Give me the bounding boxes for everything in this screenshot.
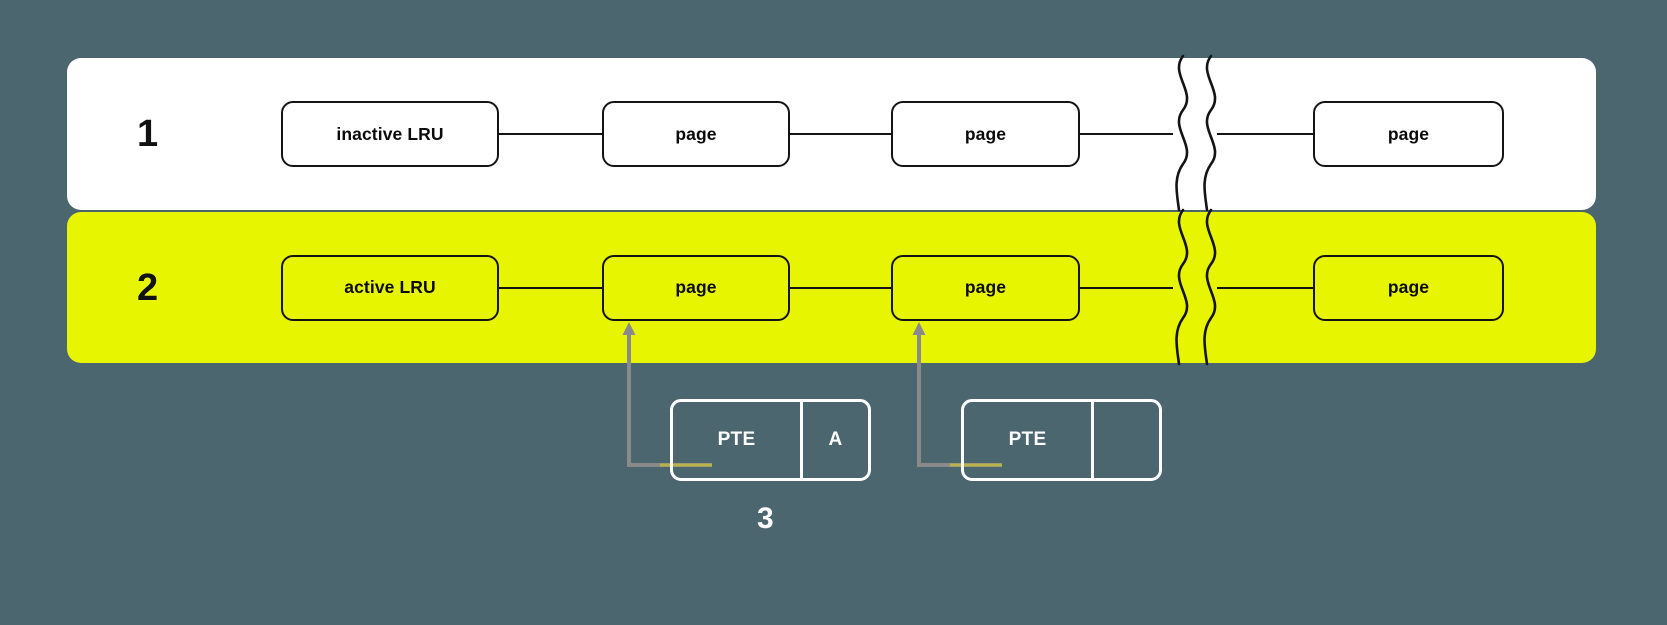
node-label: page — [675, 277, 717, 297]
node-inactive-page-1[interactable]: page — [602, 101, 790, 167]
node-label: page — [675, 123, 717, 144]
row-index-1: 1 — [137, 113, 159, 155]
link-page2-to-break — [1080, 133, 1173, 135]
pte-name-cell: PTE — [964, 402, 1091, 478]
pte-name-cell: PTE — [673, 402, 800, 478]
node-label: inactive LRU — [336, 123, 444, 144]
link-page2-to-break — [1080, 286, 1173, 289]
row-index-2: 2 — [137, 266, 159, 309]
node-active-lru-head[interactable]: active LRU — [281, 254, 499, 321]
pte-name-label: PTE — [1008, 429, 1047, 450]
node-inactive-lru-head[interactable]: inactive LRU — [281, 101, 499, 167]
node-inactive-page-2[interactable]: page — [891, 101, 1080, 167]
pte-name-label: PTE — [717, 429, 756, 450]
link-break-to-pagen — [1217, 286, 1313, 289]
pte-accessed-flag-cell — [1091, 402, 1159, 478]
node-label: page — [964, 277, 1007, 297]
section-index-3: 3 — [757, 502, 774, 535]
node-label: active LRU — [344, 277, 436, 297]
link-page1-to-page2 — [790, 286, 891, 289]
node-label: page — [964, 123, 1007, 144]
link-head-to-page1 — [499, 133, 602, 135]
pte-entry-not-accessed[interactable]: PTE — [961, 399, 1162, 481]
node-active-page-1[interactable]: page — [602, 254, 790, 321]
inactive-lru-row: 1 inactive LRU page page page — [67, 54, 1596, 212]
node-inactive-page-n[interactable]: page — [1313, 101, 1504, 167]
node-label: page — [1387, 123, 1430, 144]
node-active-page-n[interactable]: page — [1313, 254, 1504, 321]
link-page1-to-page2 — [790, 133, 891, 135]
pte-entry-accessed[interactable]: PTE A — [670, 399, 871, 481]
node-label: page — [1387, 277, 1430, 297]
active-lru-row: 2 active LRU page page page — [67, 208, 1596, 366]
pte-accessed-flag-label: A — [828, 429, 843, 450]
link-break-to-pagen — [1217, 133, 1313, 135]
pte-accessed-flag-cell: A — [800, 402, 868, 478]
link-head-to-page1 — [499, 286, 602, 289]
node-active-page-2[interactable]: page — [891, 254, 1080, 321]
